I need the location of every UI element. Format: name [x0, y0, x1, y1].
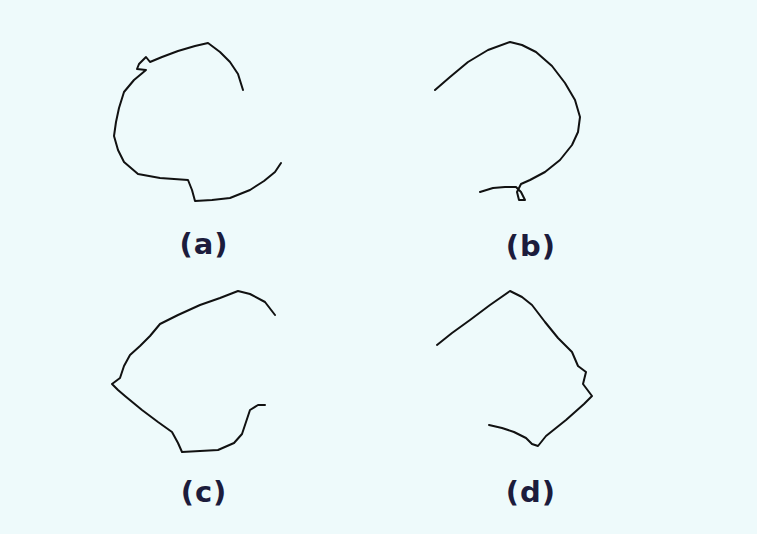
panel-label-holder: (d)	[506, 475, 556, 509]
panel-label: (d)	[506, 475, 556, 509]
leaf-outline-a	[114, 43, 281, 201]
leaf-outline-d	[437, 291, 592, 446]
panel-label: (c)	[181, 475, 228, 509]
panel-label-holder: (c)	[181, 475, 228, 509]
leaf-outline-c	[112, 291, 275, 452]
panel-label: (b)	[506, 229, 556, 263]
leaf-outline-b	[435, 42, 580, 200]
panel-label-holder: (a)	[179, 227, 228, 261]
panel-label: (a)	[179, 227, 228, 261]
panel-label-holder: (b)	[506, 229, 556, 263]
